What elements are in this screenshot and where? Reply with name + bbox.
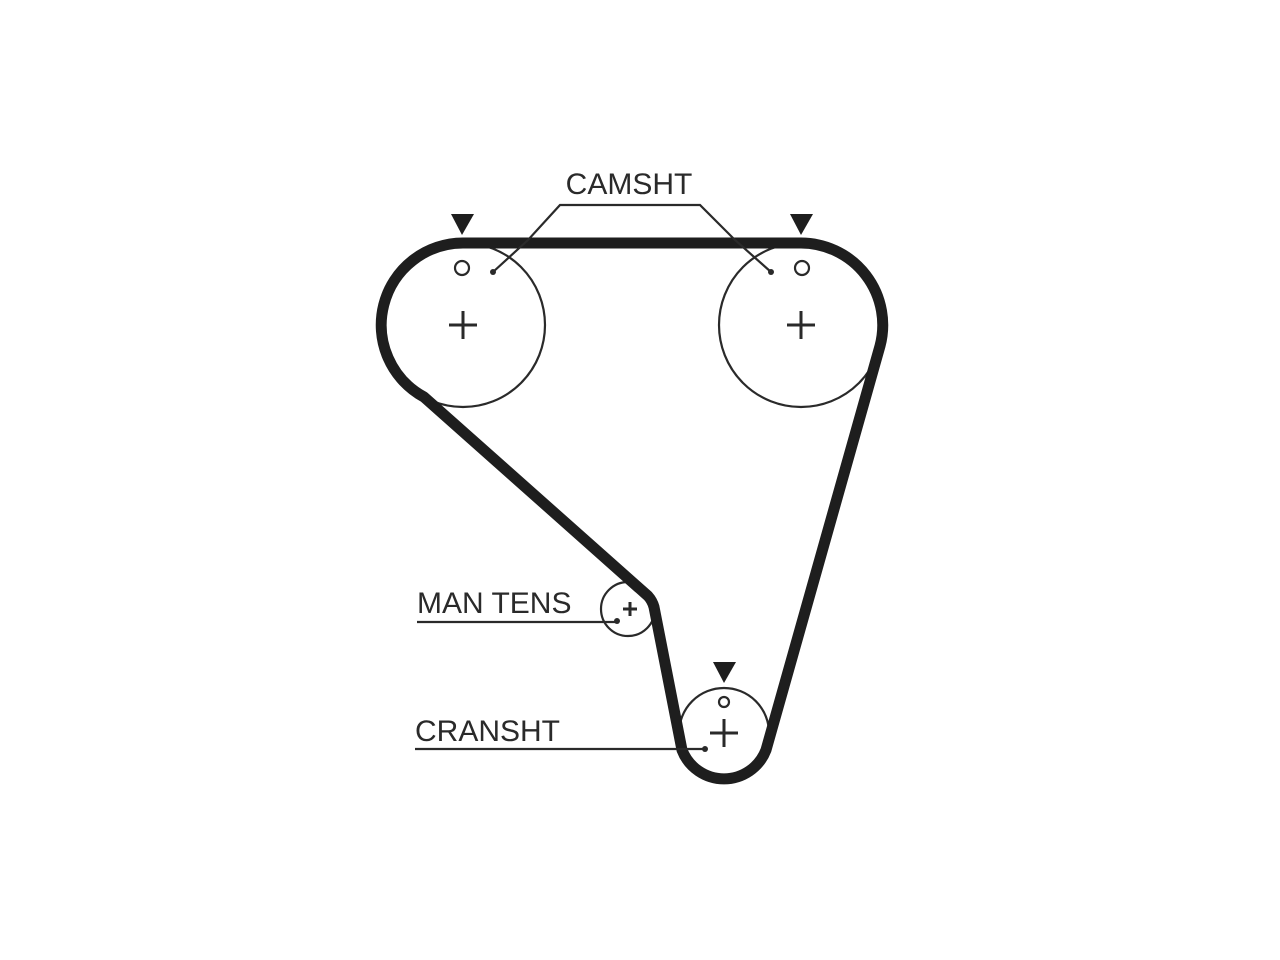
- tensioner-center-mark: [623, 602, 637, 616]
- manual-tensioner-label: MAN TENS: [417, 587, 571, 620]
- crankshaft-timing-hole: [717, 695, 731, 709]
- left-camshaft-timing-mark: [451, 214, 474, 235]
- crankshaft-label: CRANSHT: [415, 715, 560, 748]
- left-camshaft-timing-hole: [453, 259, 471, 277]
- timing-belt: [375, 237, 889, 785]
- tensioner-leader: [417, 618, 620, 624]
- camshaft-label: CAMSHT: [566, 168, 693, 201]
- right-camshaft-center-mark: [787, 311, 815, 339]
- crankshaft-timing-mark: [713, 662, 736, 683]
- crankshaft-leader: [415, 746, 708, 752]
- crankshaft-center-mark: [710, 719, 738, 747]
- right-camshaft-timing-mark: [790, 214, 813, 235]
- left-camshaft-center-mark: [449, 311, 477, 339]
- camshaft-leader: [490, 203, 774, 275]
- right-camshaft-timing-hole: [793, 259, 811, 277]
